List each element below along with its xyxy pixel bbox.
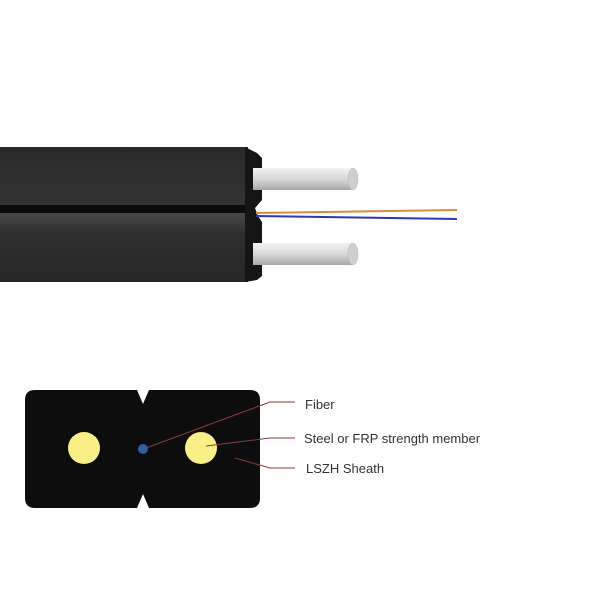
cable-lower-half xyxy=(0,213,248,282)
strength-member-left xyxy=(68,432,100,464)
strength-member-leader-line xyxy=(205,437,295,447)
fiber-leader-line xyxy=(145,401,295,449)
fiber-blue xyxy=(255,215,458,220)
strength-rod-bottom xyxy=(253,242,359,266)
strength-member-right xyxy=(185,432,217,464)
fiber-core xyxy=(138,444,148,454)
cable-side-view xyxy=(0,147,458,282)
cable-upper-half xyxy=(0,147,248,205)
label-strength-member: Steel or FRP strength member xyxy=(304,431,481,446)
sheath-leader-line xyxy=(234,457,295,469)
label-sheath: LSZH Sheath xyxy=(306,461,384,476)
cable-cross-section xyxy=(25,390,260,508)
fiber-orange xyxy=(255,209,458,214)
cable-groove xyxy=(0,205,252,213)
label-fiber: Fiber xyxy=(305,397,335,412)
strength-rod-top xyxy=(253,167,359,191)
